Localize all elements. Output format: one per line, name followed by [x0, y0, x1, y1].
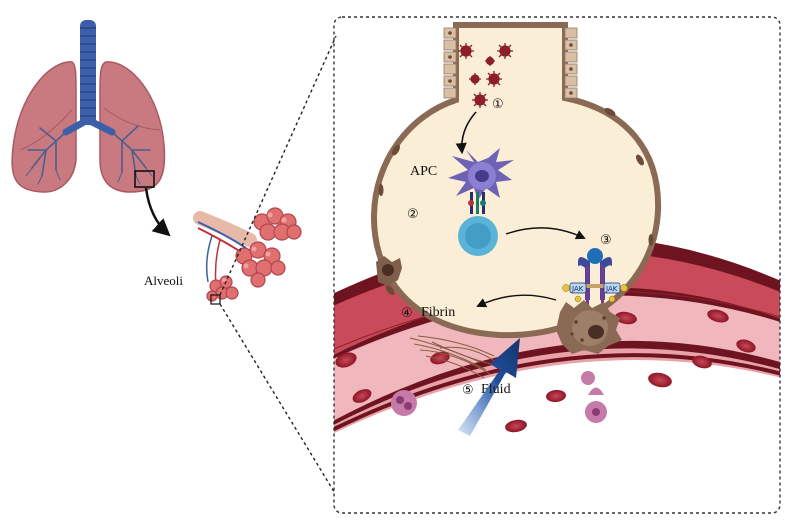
- step-2-marker: ②: [407, 207, 419, 222]
- svg-text:①: ①: [492, 97, 504, 112]
- alveolus-zoom-box: [210, 294, 221, 305]
- fibrin-label: Fibrin: [421, 305, 455, 320]
- fibrin-arrow: [476, 294, 557, 308]
- white-blood-cells: [391, 371, 607, 423]
- svg-text:JAK: JAK: [571, 285, 584, 293]
- macrophage: [556, 300, 622, 354]
- lung-zoom-box: [134, 170, 155, 188]
- virus-particles: [458, 43, 513, 108]
- zoom-arrow: [144, 187, 171, 237]
- svg-text:⑤: ⑤: [462, 383, 474, 398]
- apc-cell: [448, 148, 514, 200]
- right-lung: [99, 61, 166, 193]
- red-blood-cells: [335, 309, 756, 433]
- step1-arrow: [455, 111, 477, 155]
- svg-text:JAK: JAK: [605, 285, 618, 293]
- svg-text:③: ③: [600, 233, 612, 248]
- svg-text:②: ②: [407, 207, 419, 222]
- apc-label: APC: [410, 164, 437, 179]
- alveolus-detail-panel: [333, 16, 781, 514]
- alveoli-cluster: [193, 207, 302, 305]
- bronchial-tree: [25, 125, 153, 185]
- left-lung: [11, 61, 77, 193]
- cytokine-arrow: [505, 227, 586, 240]
- zoom-line-top: [219, 35, 337, 296]
- fibrin-strands: [409, 335, 501, 379]
- jak-right: JAK: [603, 282, 628, 294]
- lungs-illustration: [11, 20, 171, 237]
- t-cell: [458, 216, 498, 256]
- alveoli-label: Alveoli: [144, 273, 183, 288]
- svg-text:④: ④: [401, 306, 413, 321]
- step-3-marker: ③: [600, 233, 612, 248]
- fluid-arrow: [458, 338, 520, 436]
- trachea: [62, 20, 116, 136]
- jak-left: JAK: [562, 282, 587, 294]
- tcr-mhc-complex: [468, 192, 486, 214]
- fluid-label: Fluid: [481, 382, 511, 397]
- wall-macrophage: [376, 256, 402, 286]
- alveolus-sac: [370, 22, 662, 339]
- zoom-line-bottom: [219, 303, 337, 496]
- step-1-marker: ①: [492, 97, 504, 112]
- step-5-marker: ⑤ Fluid: [462, 382, 511, 398]
- step-4-marker: ④ Fibrin: [401, 305, 455, 321]
